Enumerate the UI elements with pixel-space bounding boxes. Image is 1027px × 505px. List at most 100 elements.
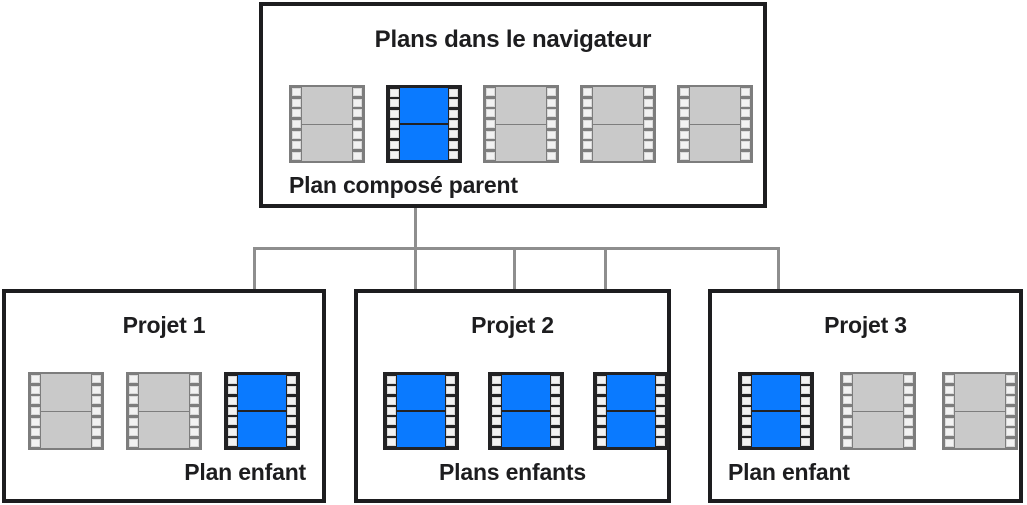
filmstrip-sprocket-column-right [740,87,751,161]
parent-clip-3[interactable] [483,85,559,163]
sprocket-hole [387,406,396,415]
projet-2-clip-row [383,372,669,450]
sprocket-hole [742,376,751,384]
sprocket-hole [287,417,296,426]
sprocket-hole [680,98,689,107]
browser-clips-panel: Plans dans le navigateur Plan composé pa… [259,2,767,208]
projet-1-clip-row [28,372,300,450]
parent-clip-4[interactable] [580,85,656,163]
sprocket-hole [353,109,362,118]
sprocket-hole [547,130,556,139]
projet-3-clip-2[interactable] [840,372,916,450]
parent-panel-title: Plans dans le navigateur [374,26,652,53]
filmstrip-sprocket-column-left [227,375,238,447]
sprocket-hole [1006,396,1015,405]
projet-3-title: Projet 3 [824,312,907,338]
projet-3-clip-3[interactable] [942,372,1018,450]
sprocket-hole [31,428,40,437]
filmstrip-frame-top [302,87,352,125]
filmstrip-sprocket-column-left [386,375,397,447]
sprocket-hole [92,406,101,415]
sprocket-hole [656,386,665,395]
parent-clip-2-selected[interactable] [386,85,462,163]
projet-2-clip-3-selected[interactable] [593,372,669,450]
filmstrip-frames [752,375,800,447]
sprocket-hole [287,406,296,415]
sprocket-hole [353,88,362,96]
sprocket-hole [446,417,455,426]
sprocket-hole [92,385,101,394]
sprocket-hole [486,141,495,150]
sprocket-hole [597,437,606,446]
sprocket-hole [446,376,455,384]
projet-2-clip-1-selected[interactable] [383,372,459,450]
sprocket-hole [492,427,501,436]
sprocket-hole [644,141,653,150]
sprocket-hole [387,437,396,446]
sprocket-hole [945,406,954,415]
filmstrip-frame-top [690,87,740,125]
sprocket-hole [353,141,362,150]
sprocket-hole [492,406,501,415]
sprocket-hole [597,376,606,384]
filmstrip-sprocket-column-left [485,87,496,161]
sprocket-hole [486,98,495,107]
sprocket-hole [843,406,852,415]
sprocket-hole [547,141,556,150]
sprocket-hole [680,119,689,128]
sprocket-hole [390,150,399,159]
sprocket-hole [228,427,237,436]
sprocket-hole [644,88,653,96]
projet-1-clip-1[interactable] [28,372,104,450]
sprocket-hole [1006,406,1015,415]
sprocket-hole [843,375,852,383]
sprocket-hole [390,130,399,139]
filmstrip-sprocket-column-left [291,87,302,161]
filmstrip-frame-top [607,375,655,412]
sprocket-hole [190,406,199,415]
filmstrip-sprocket-column-right [352,87,363,161]
projet-1-clip-3-selected[interactable] [224,372,300,450]
sprocket-hole [390,99,399,108]
filmstrip-frame-top [139,374,189,412]
sprocket-hole [551,406,560,415]
sprocket-hole [656,437,665,446]
sprocket-hole [742,417,751,426]
sprocket-hole [644,151,653,160]
sprocket-hole [287,427,296,436]
sprocket-hole [1006,428,1015,437]
sprocket-hole [741,98,750,107]
projet-2-clip-2-selected[interactable] [488,372,564,450]
sprocket-hole [486,88,495,96]
projet-2-title: Projet 2 [471,312,554,338]
parent-clip-5[interactable] [677,85,753,163]
sprocket-hole [92,428,101,437]
sprocket-hole [446,437,455,446]
filmstrip-sprocket-column-left [389,88,400,160]
projet-1-title: Projet 1 [122,312,206,338]
sprocket-hole [843,396,852,405]
sprocket-hole [597,396,606,405]
filmstrip-sprocket-column-right [550,375,561,447]
filmstrip-frame-bottom [955,411,1005,448]
filmstrip-sprocket-column-right [91,374,102,448]
projet-3-clip-1-selected[interactable] [738,372,814,450]
sprocket-hole [228,437,237,446]
filmstrip-sprocket-column-right [1005,374,1016,448]
filmstrip-frame-top [853,374,903,412]
sprocket-hole [945,438,954,447]
projet-2-panel: Projet 2 Plans enfants [354,289,671,503]
sprocket-hole [129,438,138,447]
parent-clip-1[interactable] [289,85,365,163]
projet-1-clip-2[interactable] [126,372,202,450]
sprocket-hole [904,396,913,405]
sprocket-hole [31,406,40,415]
sprocket-hole [547,109,556,118]
sprocket-hole [390,109,399,118]
sprocket-hole [446,396,455,405]
sprocket-hole [92,396,101,405]
sprocket-hole [583,109,592,118]
sprocket-hole [492,386,501,395]
sprocket-hole [446,427,455,436]
sprocket-hole [945,385,954,394]
